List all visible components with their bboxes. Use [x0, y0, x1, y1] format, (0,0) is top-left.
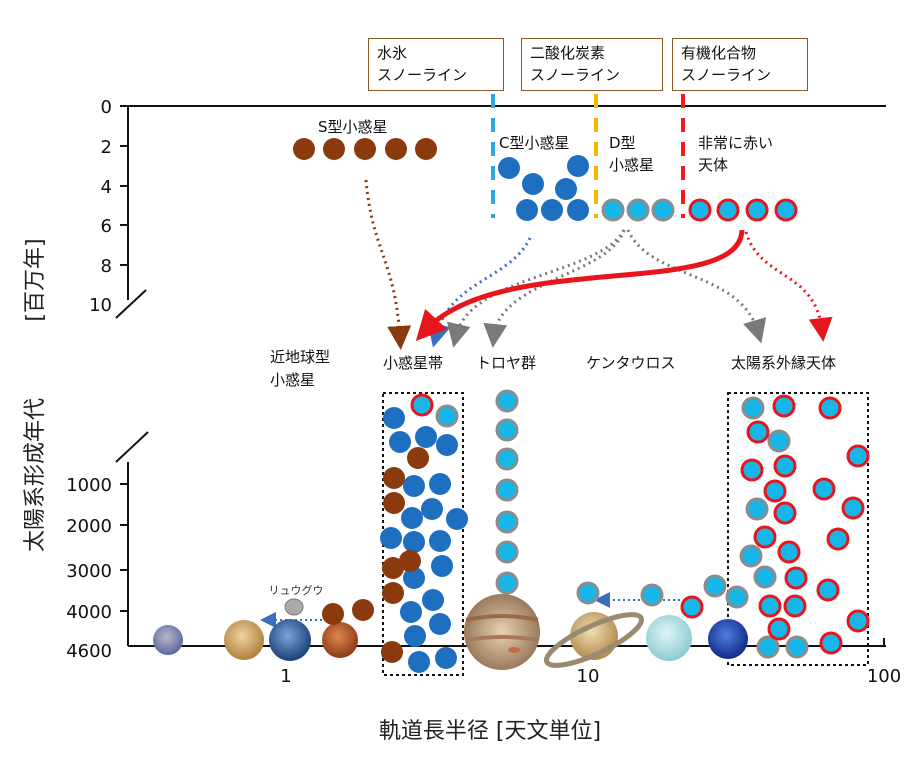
tno-box	[727, 392, 869, 666]
tick-6: 6	[101, 216, 112, 237]
snowline-water-box: 水氷 スノーライン	[368, 38, 504, 91]
belt-d-type	[435, 404, 459, 428]
xtick-1: 1	[280, 666, 291, 687]
uranus	[646, 615, 692, 661]
tick-2000: 2000	[66, 516, 112, 537]
centaurs-label: ケンタウロス	[586, 354, 676, 372]
mars	[322, 622, 358, 658]
upper-axes	[115, 105, 886, 319]
tick-2: 2	[101, 137, 112, 158]
tick-4600: 4600	[66, 641, 112, 662]
s-type-label: S型小惑星	[318, 118, 388, 136]
tno-label: 太陽系外縁天体	[731, 354, 837, 372]
xtick-10: 10	[577, 666, 600, 687]
tick-4: 4	[101, 177, 112, 198]
x-axis-title: 軌道長半径 [天文単位]	[379, 719, 601, 744]
earth	[269, 619, 311, 661]
tick-10: 10	[89, 295, 112, 316]
venus	[224, 620, 264, 660]
snowline-co2-subtitle: スノーライン	[530, 66, 621, 84]
tick-4000: 4000	[66, 602, 112, 623]
tick-0: 0	[101, 97, 112, 118]
neo-label-1: 近地球型	[270, 348, 331, 366]
d-type-label-1: D型	[609, 134, 636, 152]
xtick-100: 100	[867, 666, 901, 687]
planets	[153, 594, 748, 670]
s-type-asteroids	[293, 138, 437, 160]
migration-arrows	[260, 179, 833, 628]
upper-tick-labels: 0 2 4 6 8 10	[89, 97, 112, 316]
tick-3000: 3000	[66, 561, 112, 582]
c-type-asteroids	[498, 155, 589, 221]
asteroid-belt-label: 小惑星帯	[383, 354, 444, 372]
snowline-co2-title: 二酸化炭素	[530, 44, 606, 62]
lower-tick-labels: 1000 2000 3000 4000 4600	[66, 475, 112, 662]
very-red-label-2: 天体	[698, 156, 729, 174]
tno-gray	[739, 396, 809, 659]
y-axis-unit: [百万年]	[23, 238, 48, 321]
very-red-label-1: 非常に赤い	[698, 134, 774, 152]
neo-s-type	[322, 599, 374, 625]
very-red-bodies	[688, 198, 798, 222]
x-tick-labels: 1 10 100	[280, 666, 901, 687]
trojans-label: トロヤ群	[476, 354, 537, 372]
neo-label-2: 小惑星	[270, 371, 316, 389]
snowline-co2-box: 二酸化炭素 スノーライン	[521, 38, 663, 91]
snowline-organic-title: 有機化合物	[681, 44, 757, 62]
belt-very-red	[410, 393, 434, 417]
snowline-organic-box: 有機化合物 スノーライン	[672, 38, 808, 91]
ryugu-label: リュウグウ	[269, 583, 324, 597]
tno-red	[740, 394, 870, 655]
jupiter	[464, 594, 540, 670]
mercury	[153, 625, 183, 655]
belt-c-type	[380, 407, 468, 673]
tick-8: 8	[101, 256, 112, 277]
tick-1000: 1000	[66, 475, 112, 496]
centaurs	[576, 574, 749, 619]
snowline-water-title: 水氷	[377, 44, 408, 62]
d-type-label-2: 小惑星	[609, 156, 655, 174]
snowline-organic-subtitle: スノーライン	[681, 66, 772, 84]
saturn	[544, 612, 644, 668]
belt-s-type	[381, 447, 429, 663]
d-type-asteroids	[601, 198, 675, 222]
trojans	[495, 389, 519, 595]
snowline-water-subtitle: スノーライン	[377, 66, 468, 84]
neptune	[708, 619, 748, 659]
y-axis-title: 太陽系形成年代	[23, 398, 48, 552]
ryugu	[284, 598, 304, 616]
c-type-label: C型小惑星	[499, 134, 570, 152]
